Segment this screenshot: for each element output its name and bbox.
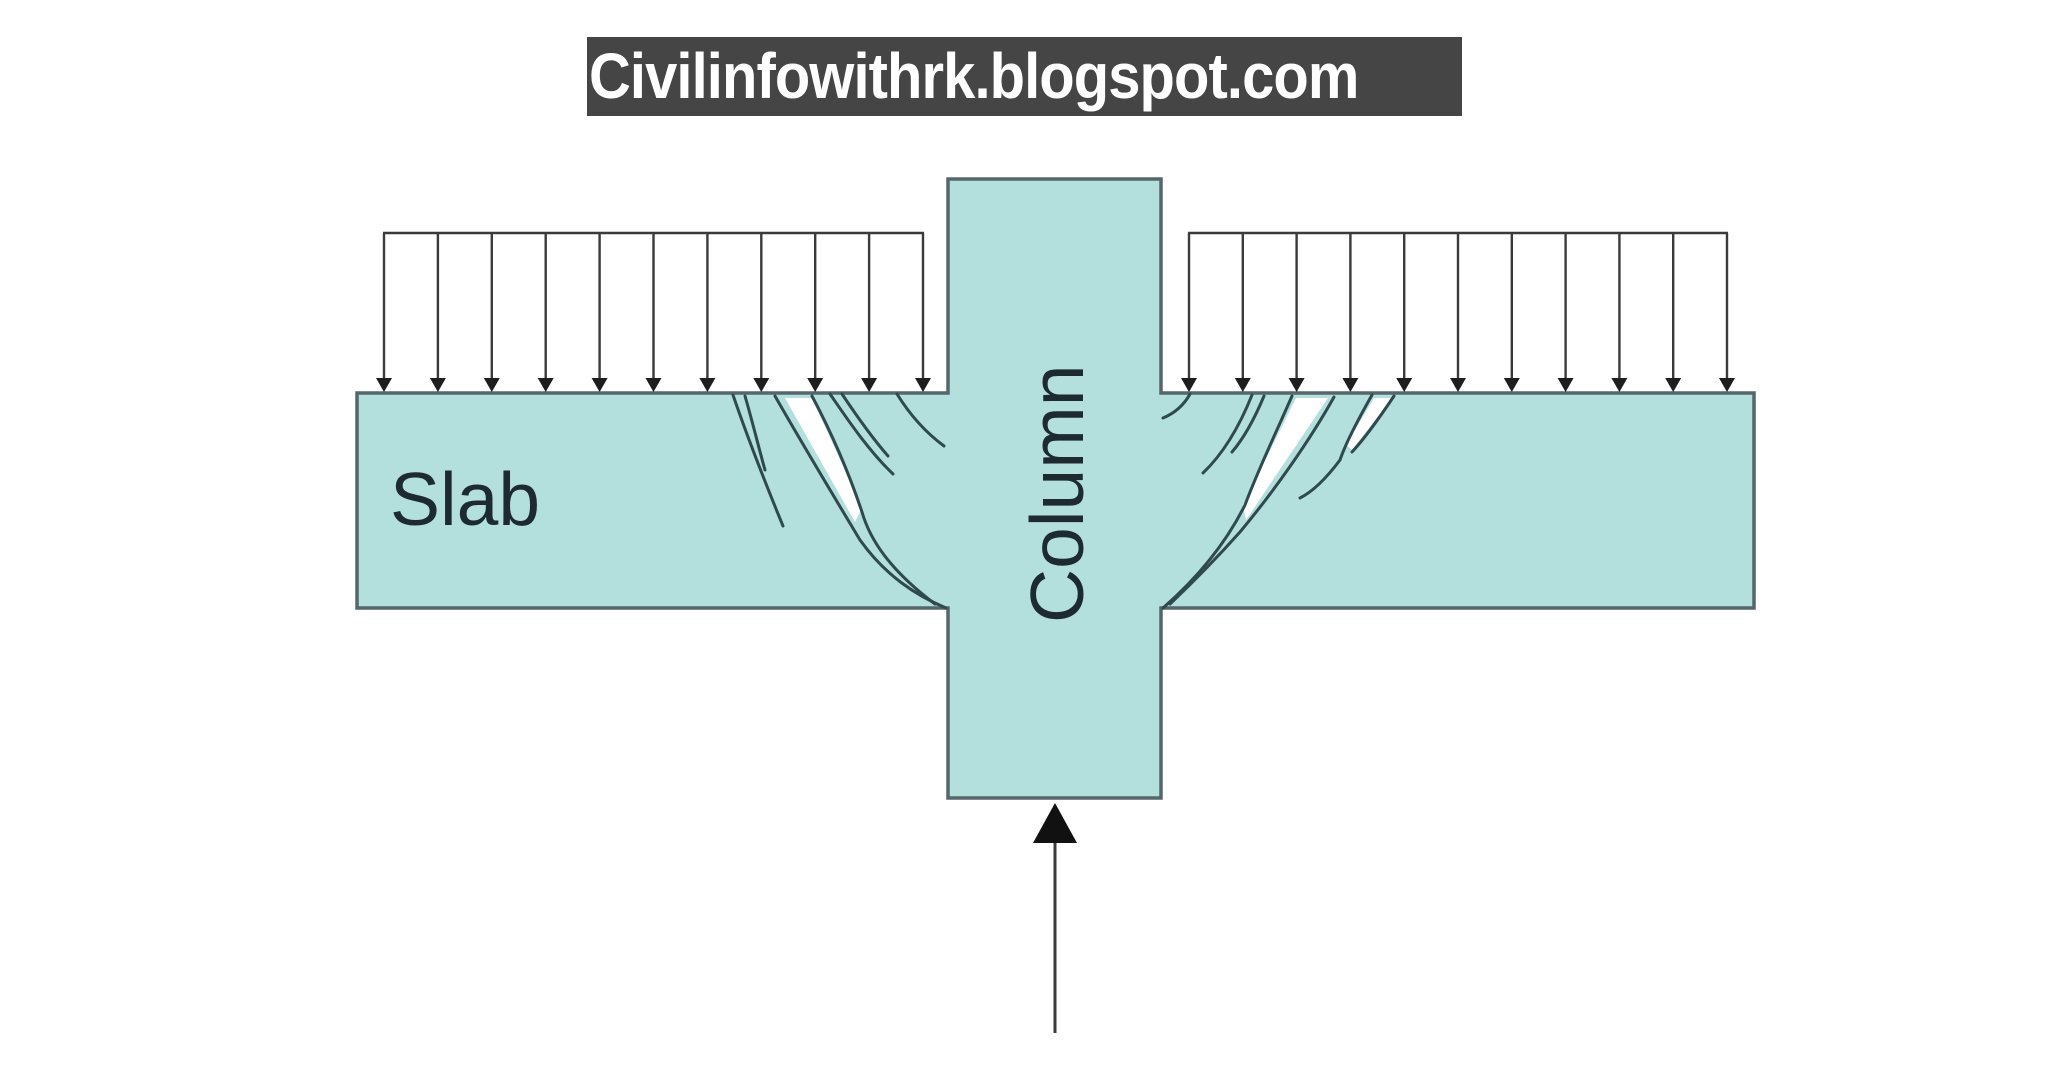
- column-reaction-arrow: [1033, 803, 1077, 1033]
- arrowhead-icon: [807, 378, 824, 392]
- arrowhead-icon: [1557, 378, 1574, 392]
- right-shear-cracks: [1161, 392, 1396, 610]
- arrowhead-icon: [1396, 378, 1413, 392]
- arrowhead-icon: [537, 378, 554, 392]
- left-distributed-load: [376, 231, 931, 392]
- arrowhead-icon: [1611, 378, 1628, 392]
- arrowhead-icon: [861, 378, 878, 392]
- arrowhead-icon: [1719, 378, 1735, 392]
- arrowhead-icon: [1288, 378, 1305, 392]
- arrowhead-icon: [376, 378, 392, 392]
- slab-column-body: [355, 177, 1756, 800]
- arrowhead-icon: [753, 378, 770, 392]
- arrowhead-icon: [1503, 378, 1520, 392]
- arrowhead-icon: [429, 378, 446, 392]
- arrowhead-icon: [483, 378, 500, 392]
- arrowhead-icon: [1450, 378, 1466, 392]
- arrowhead-icon: [645, 378, 662, 392]
- left-shear-cracks: [731, 392, 948, 610]
- arrowhead-icon: [915, 378, 931, 392]
- slab-label: Slab: [390, 457, 540, 541]
- watermark-text: Civilinfowithrk.blogspot.com: [589, 40, 1359, 112]
- right-distributed-load: [1181, 231, 1735, 392]
- arrowhead-icon: [1665, 378, 1682, 392]
- column-label: Column: [1015, 365, 1099, 623]
- arrowhead-icon: [591, 378, 608, 392]
- watermark-banner: Civilinfowithrk.blogspot.com: [587, 37, 1462, 116]
- arrowhead-icon: [699, 378, 716, 392]
- arrowhead-icon: [1181, 378, 1197, 392]
- arrowhead-icon: [1234, 378, 1251, 392]
- arrowhead-icon: [1342, 378, 1359, 392]
